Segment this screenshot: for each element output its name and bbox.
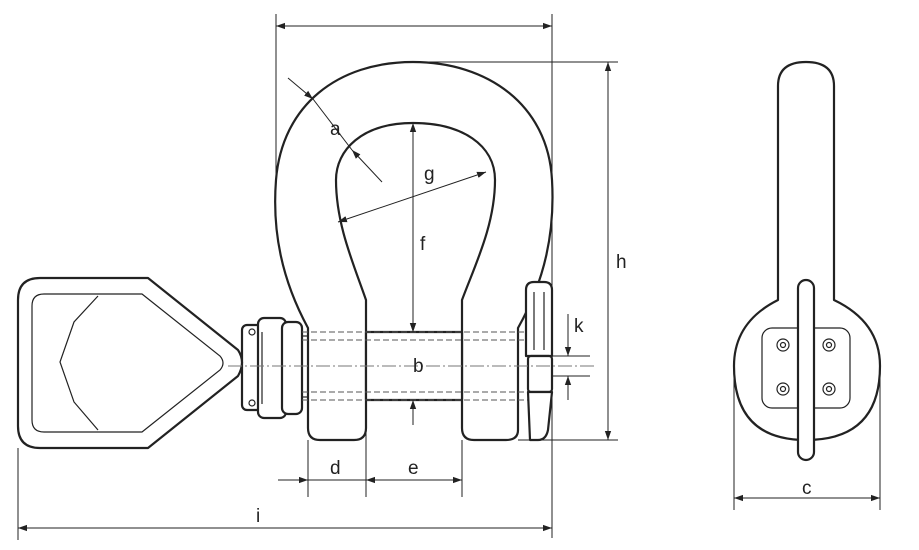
label-h: h xyxy=(616,252,627,273)
dimension-labels: a g f h b k d e i c xyxy=(256,119,812,527)
dimensions xyxy=(17,14,881,540)
front-view xyxy=(16,60,596,450)
label-a: a xyxy=(330,119,341,140)
label-d: d xyxy=(330,458,341,479)
label-k: k xyxy=(574,316,584,337)
label-f: f xyxy=(420,234,426,255)
label-i: i xyxy=(256,506,260,527)
label-e: e xyxy=(408,458,419,479)
side-view xyxy=(732,60,882,462)
pin-handle xyxy=(16,276,244,450)
label-c: c xyxy=(802,478,812,499)
label-g: g xyxy=(424,164,435,185)
label-b: b xyxy=(413,356,424,377)
side-cotter xyxy=(796,278,816,462)
shackle-bow xyxy=(274,60,554,442)
cotter-pin xyxy=(524,280,554,442)
pin-nut xyxy=(240,316,304,420)
